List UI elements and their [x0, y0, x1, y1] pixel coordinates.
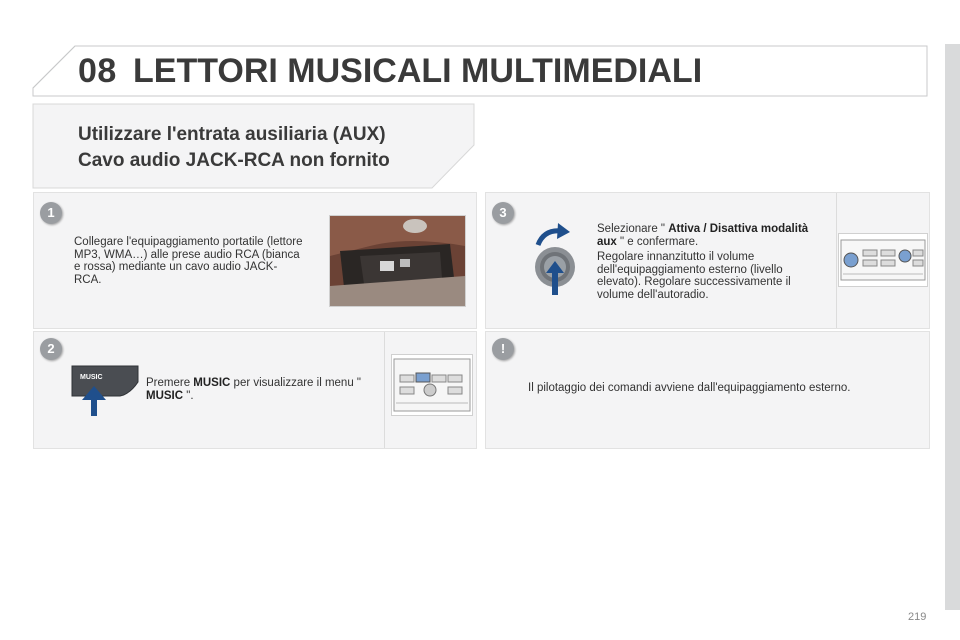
step-1-panel: 1 Collegare l'equipaggiamento portatile … [33, 192, 477, 329]
music-button-icon [71, 365, 139, 416]
step-3-para1: Selezionare " Attiva / Disattiva modalit… [597, 223, 809, 248]
header-frame [32, 45, 928, 189]
music-button-label: MUSIC [80, 374, 103, 381]
page-number: 219 [908, 611, 927, 623]
glovebox-photo [329, 215, 466, 307]
step-badge: 2 [40, 338, 62, 360]
step-3-para2: Regolare innanzitutto il volume dell'equ… [597, 251, 791, 301]
radio-buttons-image [391, 354, 473, 416]
step-badge: 1 [40, 202, 62, 224]
step-3-panel: 3 Selezionare " Attiva / Disattiva modal… [485, 192, 930, 329]
note-text: Il pilotaggio dei comandi avviene dall'e… [528, 382, 851, 394]
warning-icon: ! [492, 338, 514, 360]
chapter-title: LETTORI MUSICALI MULTIMEDIALI [133, 52, 703, 90]
step-2-panel: 2 MUSIC Premere MUSIC per visualizzare i… [33, 331, 477, 449]
section-heading-frame [32, 103, 475, 189]
step-1-text: Collegare l'equipaggiamento portatile (l… [74, 236, 303, 286]
step-badge: 3 [492, 202, 514, 224]
section-title-line1: Utilizzare l'entrata ausiliaria (AUX) [78, 124, 386, 145]
step-2-text: Premere MUSIC per visualizzare il menu "… [146, 377, 361, 402]
page-edge-bar [945, 44, 960, 610]
rotary-knob-icon [535, 223, 575, 295]
section-title-line2: Cavo audio JACK-RCA non fornito [78, 150, 390, 171]
note-panel: ! Il pilotaggio dei comandi avviene dall… [485, 331, 930, 449]
radio-panel-image [838, 233, 928, 287]
chapter-number: 08 [78, 52, 117, 90]
